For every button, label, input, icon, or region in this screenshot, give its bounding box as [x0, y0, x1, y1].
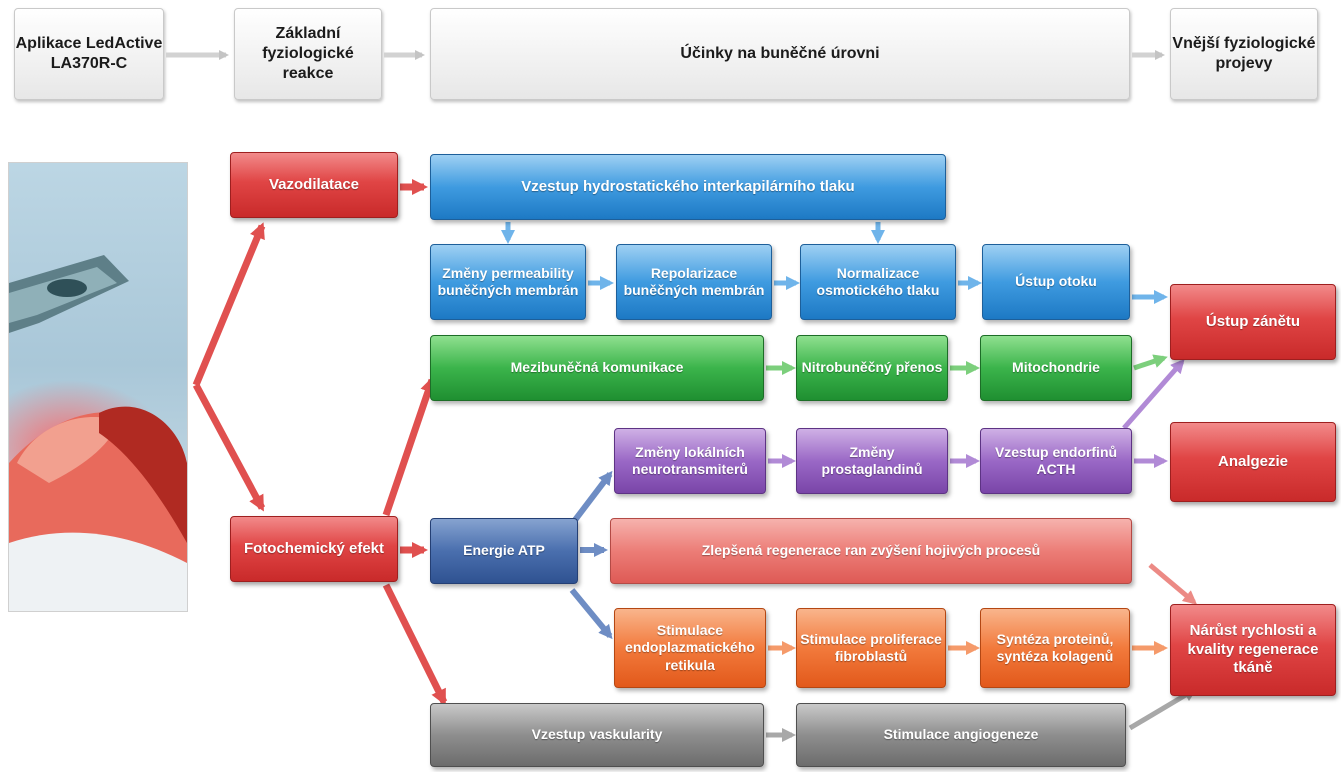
node-stimulace-endoplazmatickeho-retikula-label: Stimulace endoplazmatického retikula [625, 621, 755, 673]
header-vnejsi-label: Vnější fyziologické projevy [1172, 35, 1316, 72]
header-aplikace-label: Aplikace LedActive LA370R-C [15, 35, 163, 72]
node-repolarizace-label: Repolarizace buněčných membrán [623, 264, 765, 299]
node-normalizace-osmotickeho-tlaku: Normalizace osmotického tlaku [800, 244, 956, 320]
node-narust-regenerace: Nárůst rychlosti a kvality regenerace tk… [1170, 604, 1336, 696]
node-mezibunecna-komunikace: Mezibuněčná komunikace [430, 335, 764, 401]
node-zmeny-prostaglandinu: Změny prostaglandinů [796, 428, 948, 494]
node-analgezie-label: Analgezie [1217, 452, 1289, 470]
node-synteza-proteinu: Syntéza proteinů, syntéza kolagenů [980, 608, 1130, 688]
patient-illustration [9, 163, 187, 611]
node-analgezie: Analgezie [1170, 422, 1336, 502]
node-ustup-otoku: Ústup otoku [982, 244, 1130, 320]
atp-arrows [569, 470, 613, 640]
header-vnejsi: Vnější fyziologické projevy [1170, 8, 1318, 100]
node-zmeny-prostaglandinu-label: Změny prostaglandinů [821, 443, 923, 478]
node-vzestup-vaskularity-label: Vzestup vaskularity [531, 726, 663, 743]
node-vazodilatace: Vazodilatace [230, 152, 398, 218]
node-normalizace-osmotickeho-tlaku-label: Normalizace osmotického tlaku [816, 264, 940, 299]
node-vzestup-endorfinu: Vzestup endorfinů ACTH [980, 428, 1132, 494]
node-zlepsena-regenerace-ran: Zlepšená regenerace ran zvýšení hojivých… [610, 518, 1132, 584]
node-repolarizace: Repolarizace buněčných membrán [616, 244, 772, 320]
node-stimulace-endoplazmatickeho-retikula: Stimulace endoplazmatického retikula [614, 608, 766, 688]
node-vazodilatace-label: Vazodilatace [268, 175, 360, 193]
node-mezibunecna-komunikace-label: Mezibuněčná komunikace [510, 359, 684, 376]
node-nitrobunecny-prenos-label: Nitrobuněčný přenos [801, 359, 943, 376]
patient-photo [8, 162, 188, 612]
node-fotochemicky-efekt: Fotochemický efekt [230, 516, 398, 582]
node-nitrobunecny-prenos: Nitrobuněčný přenos [796, 335, 948, 401]
node-energie-atp: Energie ATP [430, 518, 578, 584]
node-synteza-proteinu-label: Syntéza proteinů, syntéza kolagenů [996, 630, 1114, 665]
node-energie-atp-label: Energie ATP [463, 542, 545, 559]
node-stimulace-proliferace-fibroblastu: Stimulace proliferace fibroblastů [796, 608, 946, 688]
header-zakladni: Základní fyziologické reakce [234, 8, 382, 100]
node-ustup-zanetu-label: Ústup zánětu [1205, 312, 1301, 330]
header-aplikace: Aplikace LedActive LA370R-C [14, 8, 164, 100]
node-ustup-otoku-label: Ústup otoku [1015, 273, 1097, 290]
node-mitochondrie-label: Mitochondrie [1012, 359, 1100, 376]
node-vzestup-vaskularity: Vzestup vaskularity [430, 703, 764, 767]
node-narust-regenerace-label: Nárůst rychlosti a kvality regenerace tk… [1187, 621, 1319, 677]
header-ucinky-label: Účinky na buněčné úrovni [680, 45, 880, 62]
gray-arrows [766, 687, 1198, 742]
node-zmeny-neurotransmiteru-label: Změny lokálních neurotransmiterů [632, 443, 748, 478]
node-stimulace-angiogeneze: Stimulace angiogeneze [796, 703, 1126, 767]
node-mitochondrie: Mitochondrie [980, 335, 1132, 401]
node-stimulace-proliferace-fibroblastu-label: Stimulace proliferace fibroblastů [800, 630, 942, 665]
node-zmeny-permeability: Změny permeability buněčných membrán [430, 244, 586, 320]
node-vzestup-endorfinu-label: Vzestup endorfinů ACTH [994, 443, 1118, 478]
node-zmeny-permeability-label: Změny permeability buněčných membrán [437, 264, 579, 299]
node-stimulace-angiogeneze-label: Stimulace angiogeneze [883, 726, 1039, 743]
blue-arrows [501, 222, 1168, 304]
node-zlepsena-regenerace-ran-label: Zlepšená regenerace ran zvýšení hojivých… [701, 542, 1041, 559]
header-ucinky: Účinky na buněčné úrovni [430, 8, 1130, 100]
red-arrows [192, 179, 448, 706]
lightred-arrow [1148, 563, 1198, 605]
node-hydrostaticky-tlak-label: Vzestup hydrostatického interkapilárního… [521, 177, 855, 195]
purple-arrows [768, 358, 1185, 468]
node-zmeny-neurotransmiteru: Změny lokálních neurotransmiterů [614, 428, 766, 494]
node-fotochemicky-efekt-label: Fotochemický efekt [243, 539, 385, 557]
node-ustup-zanetu: Ústup zánětu [1170, 284, 1336, 360]
header-zakladni-label: Základní fyziologické reakce [262, 25, 354, 82]
green-arrows [766, 354, 1168, 375]
node-hydrostaticky-tlak: Vzestup hydrostatického interkapilárního… [430, 154, 946, 220]
